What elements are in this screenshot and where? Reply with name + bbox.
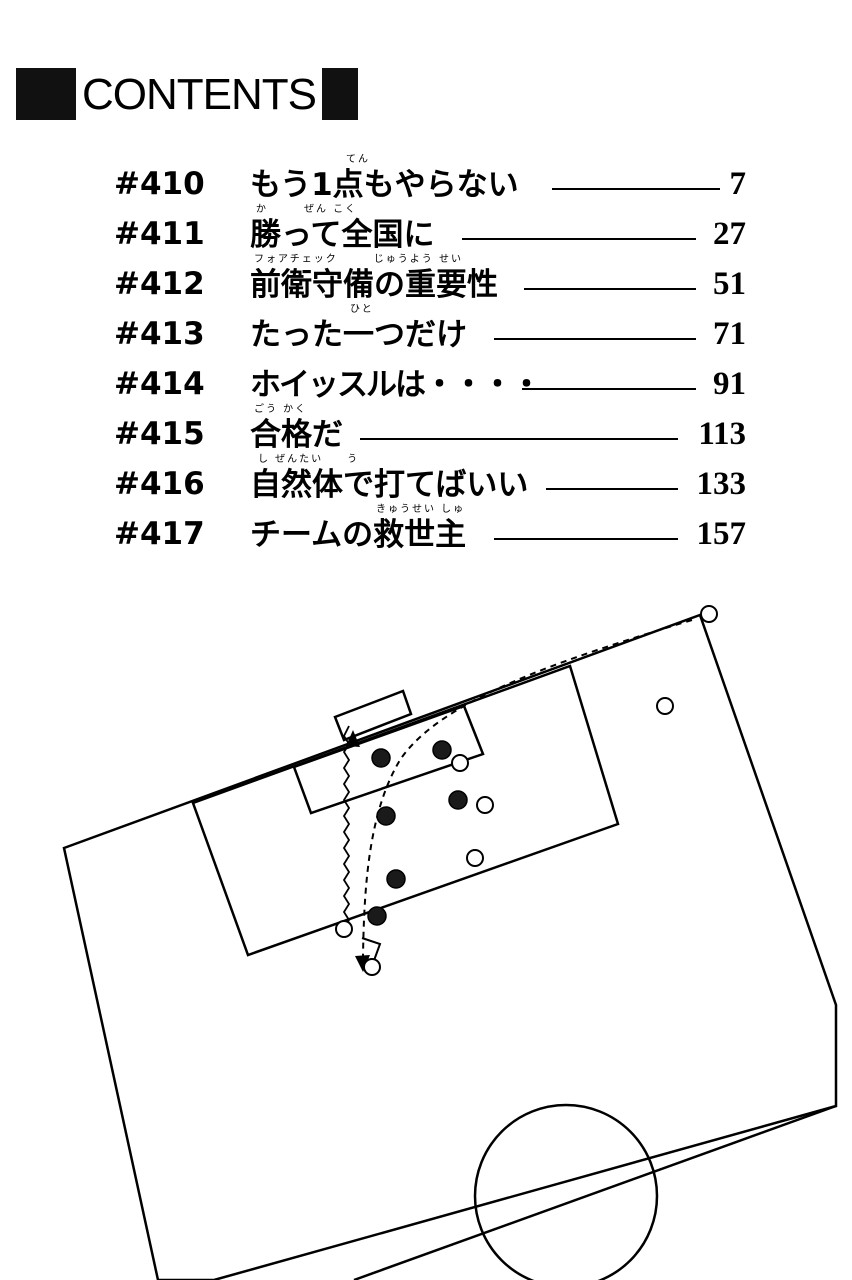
- toc-entry-417[interactable]: #417 きゅうせい しゅ チームの救世主 157: [0, 504, 852, 560]
- leader-rule: [360, 438, 678, 440]
- goal: [333, 689, 413, 742]
- center-circle: [473, 1103, 659, 1280]
- chapter-number: #411: [114, 216, 205, 252]
- halfway-line: [353, 1104, 837, 1280]
- chapter-title-wrap: か ぜん こく 勝って全国に: [250, 204, 450, 260]
- leader-rule: [524, 288, 696, 290]
- cross-arrowhead: [355, 955, 370, 972]
- chapter-number: #414: [114, 366, 205, 402]
- toc-entry-411[interactable]: #411 か ぜん こく 勝って全国に 27: [0, 204, 852, 260]
- chapter-page: 91: [713, 366, 746, 402]
- chapter-ruby: てん: [346, 154, 370, 165]
- chapter-number: #415: [114, 416, 205, 452]
- chapter-ruby: フォアチェック じゅうよう せい: [254, 254, 463, 265]
- chapter-ruby: ごう かく: [254, 404, 308, 415]
- pitch-outline: [62, 613, 838, 1280]
- chapter-title-wrap: ひと たった一つだけ: [250, 304, 490, 360]
- chapter-title: ホイッスルは・・・・: [250, 367, 542, 403]
- leader-rule: [462, 238, 696, 240]
- chapter-title-wrap: ごう かく 合格だ: [250, 404, 350, 460]
- attacker-marker: [466, 849, 484, 867]
- chapter-number: #413: [114, 316, 205, 352]
- attacker-marker: [363, 958, 381, 976]
- chapter-ruby: きゅうせい しゅ: [376, 504, 466, 515]
- attacker-marker: [335, 920, 353, 938]
- leader-rule: [546, 488, 678, 490]
- toc-entry-410[interactable]: #410 てん もう1点もやらない 7: [0, 154, 852, 210]
- toc-entry-414[interactable]: #414 ホイッスルは・・・・ 91: [0, 360, 852, 410]
- chapter-number: #410: [114, 166, 205, 202]
- leader-rule: [522, 388, 696, 390]
- goal-area: [292, 704, 485, 815]
- dribble-path: [342, 725, 351, 929]
- soccer-pitch-diagram: [62, 605, 838, 1280]
- chapter-title-wrap: てん もう1点もやらない: [250, 154, 540, 210]
- chapter-page: 133: [696, 466, 747, 502]
- chapter-number: #417: [114, 516, 205, 552]
- toc-entry-415[interactable]: #415 ごう かく 合格だ 113: [0, 404, 852, 460]
- chapter-title: 前衛守備の重要性: [250, 267, 498, 303]
- defender-marker: [386, 869, 406, 889]
- chapter-page: 51: [713, 266, 746, 302]
- defender-marker: [371, 748, 391, 768]
- chapter-title-wrap: フォアチェック じゅうよう せい 前衛守備の重要性: [250, 254, 520, 310]
- chapter-title: もう1点もやらない: [250, 167, 519, 203]
- chapter-title-wrap: し ぜんたい う 自然体で打てばいい: [250, 454, 540, 510]
- defender-marker: [376, 806, 396, 826]
- page-title: CONTENTS: [76, 68, 322, 120]
- table-of-contents: #410 てん もう1点もやらない 7 #411 か ぜん こく 勝って全国に …: [0, 0, 852, 560]
- attacker-marker: [656, 697, 674, 715]
- penalty-area: [191, 664, 620, 957]
- chapter-number: #416: [114, 466, 205, 502]
- attacker-marker: [476, 796, 494, 814]
- dribble-arrowhead: [346, 730, 360, 747]
- leader-rule: [494, 338, 696, 340]
- chapter-title: チームの救世主: [250, 517, 467, 553]
- chapter-page: 113: [698, 416, 746, 452]
- chapter-title: 自然体で打てばいい: [250, 467, 529, 503]
- chapter-title: 合格だ: [250, 417, 343, 453]
- toc-entry-416[interactable]: #416 し ぜんたい う 自然体で打てばいい 133: [0, 454, 852, 510]
- attacker-marker: [700, 605, 718, 623]
- leader-rule: [494, 538, 678, 540]
- chapter-ruby: か ぜん こく: [256, 204, 358, 215]
- toc-entry-413[interactable]: #413 ひと たった一つだけ 71: [0, 304, 852, 360]
- leader-rule: [552, 188, 720, 190]
- attacker-marker: [451, 754, 469, 772]
- toc-entry-412[interactable]: #412 フォアチェック じゅうよう せい 前衛守備の重要性 51: [0, 254, 852, 310]
- chapter-page: 157: [696, 516, 747, 552]
- chapter-title: 勝って全国に: [250, 217, 435, 253]
- chapter-page: 27: [713, 216, 746, 252]
- defender-marker: [432, 740, 452, 760]
- chapter-title: たった一つだけ: [250, 317, 467, 353]
- chapter-ruby: し ぜんたい う: [258, 454, 360, 465]
- defender-marker: [367, 906, 387, 926]
- chapter-number: #412: [114, 266, 205, 302]
- chapter-title-wrap: きゅうせい しゅ チームの救世主: [250, 504, 480, 560]
- defender-marker: [448, 790, 468, 810]
- chapter-page: 71: [713, 316, 746, 352]
- cross-path: [362, 619, 693, 959]
- chapter-ruby: ひと: [350, 304, 374, 315]
- chapter-page: 7: [729, 166, 747, 202]
- chapter-title-wrap: ホイッスルは・・・・: [250, 360, 542, 410]
